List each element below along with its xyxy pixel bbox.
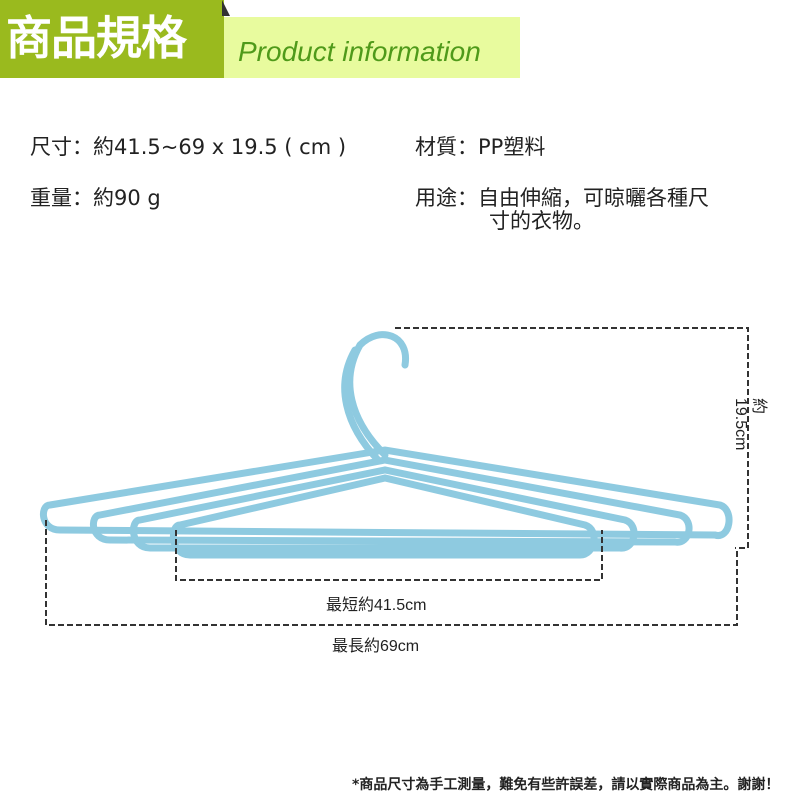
shortest-label: 最短約41.5cm (326, 597, 427, 614)
header-corner (222, 0, 230, 16)
disclaimer-note: *商品尺寸為手工測量，難免有些許誤差，請以實際商品為主。謝謝！ (352, 777, 780, 793)
header-band (224, 17, 520, 78)
height-label: 約19.5cm (732, 398, 767, 451)
spec-weight: 重量：約90 g (30, 186, 161, 210)
page-title: 商品規格 (6, 11, 187, 65)
hanger-shapes (40, 331, 733, 559)
longest-label: 最長約69cm (332, 638, 420, 655)
spec-usage-2: 寸的衣物。 (489, 209, 594, 233)
header-block (0, 0, 224, 78)
page-subtitle: Product information (238, 36, 481, 67)
spec-size: 尺寸：約41.5~69 x 19.5 ( cm ) (30, 135, 347, 159)
spec-usage-1: 用途：自由伸縮，可晾曬各種尺 (415, 186, 709, 210)
dimension-lines (45, 327, 749, 626)
spec-material: 材質：PP塑料 (415, 135, 546, 159)
